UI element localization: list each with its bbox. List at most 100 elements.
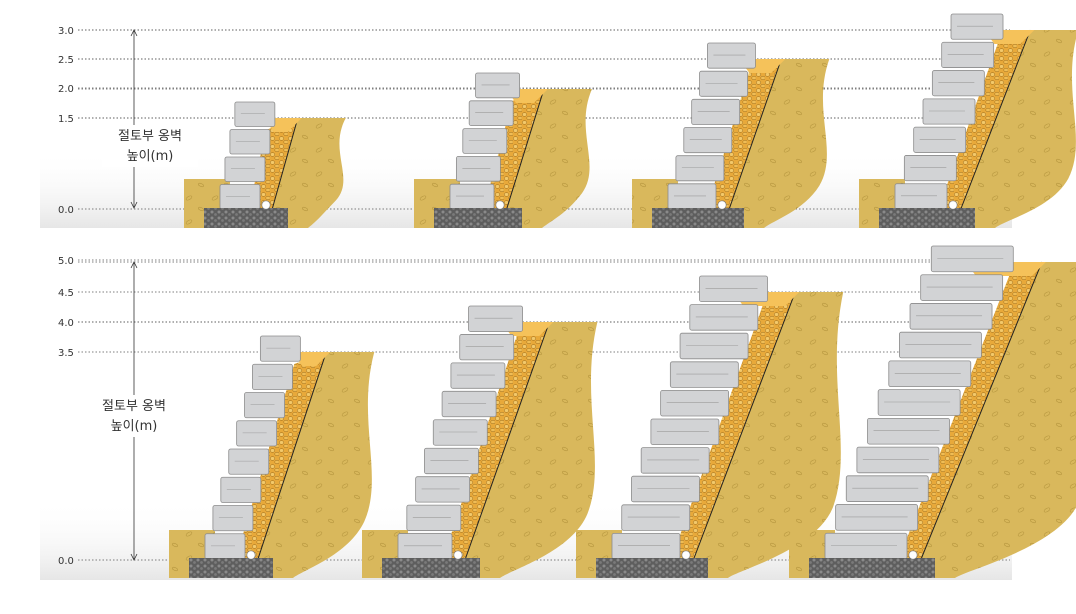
base-gravel-pad [204, 208, 288, 228]
wall-block [691, 98, 741, 125]
gravel-backfill [702, 59, 782, 224]
tick-label: 1.5 [58, 114, 74, 125]
base-gravel-pad [189, 558, 273, 578]
wall-block [441, 390, 497, 418]
geotextile-line [501, 88, 545, 225]
gravel-backfill [480, 89, 544, 224]
arrow-head-down [130, 201, 138, 209]
axis-title-backing [102, 125, 198, 167]
wall-block [424, 447, 479, 475]
drain-pipe [246, 550, 256, 560]
gravel-backfill [933, 30, 1031, 224]
cap-fill [292, 352, 331, 366]
base-gravel-pad [879, 208, 975, 228]
wall-block [449, 183, 495, 210]
wall-block [455, 155, 501, 182]
retained-soil [675, 292, 844, 578]
wall-block [640, 447, 710, 474]
wall-block [234, 101, 276, 127]
wall-block [468, 305, 523, 332]
axis-title-line2: 높이(m) [127, 149, 174, 164]
wall-block [699, 275, 768, 303]
wall-block [468, 100, 514, 127]
wall-block [683, 127, 733, 154]
tick-label: 2.5 [58, 55, 74, 66]
drain-pipe [908, 550, 918, 560]
retaining-wall-3 [576, 275, 844, 578]
retaining-wall-2 [362, 305, 598, 578]
wall-block [611, 533, 681, 560]
wall-block [220, 476, 262, 503]
arrow-head-up [130, 29, 138, 37]
geotextile-line [914, 261, 1043, 575]
drain-pipe [453, 550, 463, 560]
wall-block [219, 184, 261, 210]
drain-pipe [261, 200, 271, 210]
arrow-head-up [130, 261, 138, 269]
wall-block [229, 129, 271, 155]
base-gravel-pad [809, 558, 935, 578]
wall-block [259, 335, 301, 362]
base-gravel-pad [434, 208, 522, 228]
retaining-wall-3 [632, 42, 830, 228]
retained-soil [447, 322, 598, 578]
tick-label: 3.0 [58, 26, 74, 37]
drain-pipe [681, 550, 691, 560]
wall-block [877, 389, 961, 416]
wall-block [450, 362, 506, 389]
geotextile-line [252, 351, 327, 575]
wall-block [675, 155, 725, 182]
wall-block [667, 183, 717, 210]
wall-block [462, 128, 508, 154]
retained-soil [240, 352, 375, 578]
retained-soil [711, 59, 830, 228]
wall-block [621, 504, 691, 531]
gravel-backfill [231, 352, 327, 574]
wall-block [204, 533, 246, 560]
wall-block [920, 274, 1004, 301]
wall-block [913, 126, 967, 153]
wall-block [707, 42, 756, 69]
retained-soil [255, 118, 346, 228]
walls-bottom [169, 245, 1076, 578]
wall-block [244, 392, 285, 419]
wall-block [669, 361, 739, 388]
wall-block [224, 156, 266, 182]
wall-block [835, 504, 919, 531]
wall-block [894, 183, 948, 210]
base-gravel-pad [596, 558, 708, 578]
gravel-backfill [666, 292, 796, 574]
axis-title-backing [86, 395, 182, 437]
wall-block [475, 72, 520, 99]
wall-block [679, 332, 749, 360]
wall-block [888, 360, 972, 388]
geotextile-line [687, 291, 796, 575]
axis-title-line1: 절토부 옹벽 [118, 129, 182, 144]
retaining-wall-4 [859, 13, 1076, 228]
geotextile-line [723, 58, 782, 225]
gravel-backfill [438, 322, 550, 574]
base-gravel-pad [382, 558, 480, 578]
wall-block [252, 363, 293, 390]
wall-block [415, 476, 471, 503]
geotextile-line [459, 321, 550, 575]
retaining-wall-4 [789, 245, 1076, 578]
tick-label: 2.0 [58, 84, 74, 95]
retained-soil [489, 89, 592, 228]
drain-pipe [948, 200, 958, 210]
retaining-wall-1 [169, 335, 375, 578]
base-gravel-pad [652, 208, 744, 228]
wall-block [459, 334, 515, 361]
wall-block [922, 98, 976, 125]
wall-block [856, 446, 940, 474]
wall-block [236, 420, 278, 447]
wall-block [397, 533, 453, 560]
wall-block [406, 504, 462, 531]
tick-label: 4.0 [58, 318, 74, 329]
wall-block [903, 155, 957, 182]
wall-block [909, 303, 993, 330]
wall-block [699, 70, 748, 97]
axis-title-line1: 절토부 옹벽 [102, 399, 166, 414]
retained-soil [942, 30, 1076, 228]
